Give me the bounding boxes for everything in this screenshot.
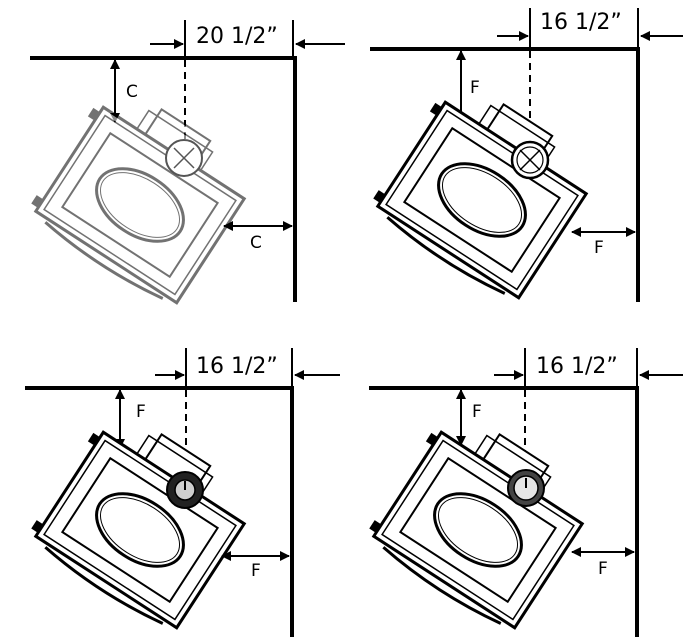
side-clearance-label: C [250, 233, 262, 253]
flue-collar [165, 139, 203, 177]
flue-collar [507, 469, 545, 507]
stove [22, 401, 263, 637]
rear-clearance-label: F [472, 402, 482, 422]
dimension-label: 16 1/2” [540, 10, 622, 35]
panel-clearance-top-vent: 16 1/2” F F [364, 8, 683, 307]
dimension-label: 16 1/2” [196, 354, 278, 379]
dimension-label: 20 1/2” [196, 24, 278, 49]
side-clearance-label: F [594, 238, 604, 258]
dimension-label: 16 1/2” [536, 354, 618, 379]
side-clearance-label: F [251, 561, 261, 581]
flue-collar [166, 471, 204, 509]
flue-collar [510, 140, 550, 180]
rear-clearance-label: F [136, 402, 146, 422]
stove [364, 71, 605, 307]
stove [360, 401, 601, 637]
rear-clearance-label: F [470, 78, 480, 98]
panel-clearance-light-collar: 16 1/2” F F [360, 348, 683, 637]
side-clearance-label: F [598, 559, 608, 579]
stove [22, 76, 263, 312]
panel-clearance-dark-collar: 16 1/2” F F [22, 348, 340, 637]
rear-clearance-label: C [126, 82, 138, 102]
panel-clearance-rear-vent: 20 1/2” C C [22, 20, 345, 312]
